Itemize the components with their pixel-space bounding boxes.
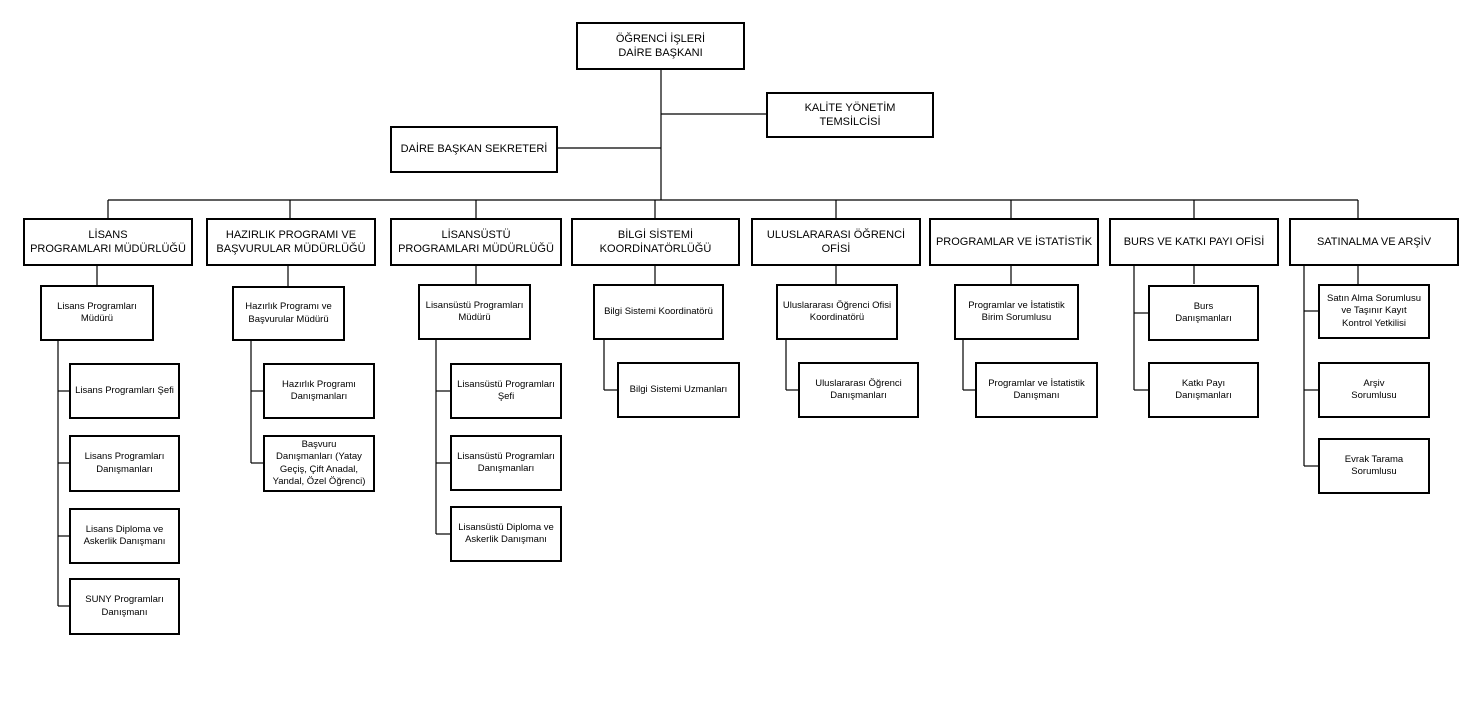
director-box: ÖĞRENCİ İŞLERİ DAİRE BAŞKANI: [576, 22, 745, 70]
staff-label: Lisans Diploma ve Askerlik Danışmanı: [83, 523, 166, 547]
staff-box: Lisansüstü Diploma ve Askerlik Danışmanı: [450, 506, 562, 562]
manager-box-programlar: Programlar ve İstatistik Birim Sorumlusu: [954, 284, 1079, 340]
manager-label: Uluslararası Öğrenci Ofisi Koordinatörü: [782, 299, 892, 323]
dept-head-label: BİLGİ SİSTEMİ KOORDİNATÖRLÜĞÜ: [599, 228, 712, 255]
dept-head-label: BURS VE KATKI PAYI OFİSİ: [1123, 235, 1265, 248]
quality-representative-box: KALİTE YÖNETİM TEMSİLCİSİ: [766, 92, 934, 138]
manager-box-lisans: Lisans Programları Müdürü: [40, 285, 154, 341]
staff-box: Başvuru Danışmanları (Yatay Geçiş, Çift …: [263, 435, 375, 492]
dept-head-lisansustu: LİSANSÜSTÜ PROGRAMLARI MÜDÜRLÜĞÜ: [390, 218, 562, 266]
director-label: ÖĞRENCİ İŞLERİ DAİRE BAŞKANI: [615, 32, 706, 59]
staff-label: SUNY Programları Danışmanı: [85, 594, 164, 618]
staff-box: Lisansüstü Programları Danışmanları: [450, 435, 562, 491]
staff-label: Başvuru Danışmanları (Yatay Geçiş, Çift …: [272, 438, 366, 487]
staff-label: Programlar ve İstatistik Danışmanı: [988, 377, 1085, 401]
dept-head-label: PROGRAMLAR VE İSTATİSTİK: [935, 235, 1093, 248]
manager-label: Lisans Programları Müdürü: [57, 300, 137, 324]
staff-box: Lisans Programları Şefi: [69, 363, 180, 419]
quality-representative-label: KALİTE YÖNETİM TEMSİLCİSİ: [804, 101, 896, 128]
staff-box: Uluslararası Öğrenci Danışmanları: [798, 362, 919, 418]
staff-label: Bilgi Sistemi Uzmanları: [629, 383, 728, 395]
dept-head-label: SATINALMA VE ARŞİV: [1316, 235, 1432, 248]
manager-box-lisansustu: Lisansüstü Programları Müdürü: [418, 284, 531, 340]
staff-box: Burs Danışmanları: [1148, 285, 1259, 341]
manager-label: Bilgi Sistemi Koordinatörü: [604, 305, 713, 317]
staff-label: Hazırlık Programı Danışmanları: [282, 378, 356, 402]
staff-box: Evrak Tarama Sorumlusu: [1318, 438, 1430, 494]
staff-box: Satın Alma Sorumlusu ve Taşınır Kayıt Ko…: [1318, 284, 1430, 339]
dept-head-label: ULUSLARARASI ÖĞRENCİ OFİSİ: [766, 228, 906, 255]
secretary-label: DAİRE BAŞKAN SEKRETERİ: [400, 143, 548, 156]
staff-box: SUNY Programları Danışmanı: [69, 578, 180, 635]
manager-label: Programlar ve İstatistik Birim Sorumlusu: [968, 299, 1065, 323]
staff-label: Lisansüstü Programları Danışmanları: [457, 450, 555, 474]
manager-label: Lisansüstü Programları Müdürü: [425, 299, 524, 323]
manager-box-uluslararasi: Uluslararası Öğrenci Ofisi Koordinatörü: [776, 284, 898, 340]
staff-box: Hazırlık Programı Danışmanları: [263, 363, 375, 419]
dept-head-hazirlik: HAZIRLIK PROGRAMI VE BAŞVURULAR MÜDÜRLÜĞ…: [206, 218, 376, 266]
manager-box-bilgi-sistemi: Bilgi Sistemi Koordinatörü: [593, 284, 724, 340]
staff-label: Lisansüstü Programları Şefi: [457, 378, 555, 402]
dept-head-label: HAZIRLIK PROGRAMI VE BAŞVURULAR MÜDÜRLÜĞ…: [216, 228, 366, 255]
staff-label: Lisansüstü Diploma ve Askerlik Danışmanı: [458, 521, 554, 545]
staff-box: Programlar ve İstatistik Danışmanı: [975, 362, 1098, 418]
staff-box: Arşiv Sorumlusu: [1318, 362, 1430, 418]
dept-head-label: LİSANS PROGRAMLARI MÜDÜRLÜĞÜ: [30, 228, 186, 255]
dept-head-programlar: PROGRAMLAR VE İSTATİSTİK: [929, 218, 1099, 266]
staff-label: Burs Danışmanları: [1175, 300, 1232, 324]
staff-label: Arşiv Sorumlusu: [1351, 377, 1397, 401]
staff-box: Lisans Programları Danışmanları: [69, 435, 180, 492]
secretary-box: DAİRE BAŞKAN SEKRETERİ: [390, 126, 558, 173]
staff-label: Katkı Payı Danışmanları: [1175, 377, 1232, 401]
dept-head-burs: BURS VE KATKI PAYI OFİSİ: [1109, 218, 1279, 266]
staff-label: Uluslararası Öğrenci Danışmanları: [815, 377, 902, 401]
staff-box: Bilgi Sistemi Uzmanları: [617, 362, 740, 418]
staff-label: Evrak Tarama Sorumlusu: [1344, 453, 1404, 477]
dept-head-label: LİSANSÜSTÜ PROGRAMLARI MÜDÜRLÜĞÜ: [398, 228, 554, 255]
manager-label: Hazırlık Programı ve Başvurular Müdürü: [245, 301, 332, 325]
manager-box-hazirlik: Hazırlık Programı ve Başvurular Müdürü: [232, 286, 345, 341]
staff-label: Satın Alma Sorumlusu ve Taşınır Kayıt Ko…: [1327, 292, 1421, 329]
dept-head-bilgi-sistemi: BİLGİ SİSTEMİ KOORDİNATÖRLÜĞÜ: [571, 218, 740, 266]
staff-box: Katkı Payı Danışmanları: [1148, 362, 1259, 418]
staff-box: Lisans Diploma ve Askerlik Danışmanı: [69, 508, 180, 564]
dept-head-satinalma: SATINALMA VE ARŞİV: [1289, 218, 1459, 266]
staff-label: Lisans Programları Şefi: [75, 384, 174, 396]
staff-label: Lisans Programları Danışmanları: [84, 451, 165, 475]
dept-head-lisans: LİSANS PROGRAMLARI MÜDÜRLÜĞÜ: [23, 218, 193, 266]
staff-box: Lisansüstü Programları Şefi: [450, 363, 562, 419]
dept-head-uluslararasi: ULUSLARARASI ÖĞRENCİ OFİSİ: [751, 218, 921, 266]
